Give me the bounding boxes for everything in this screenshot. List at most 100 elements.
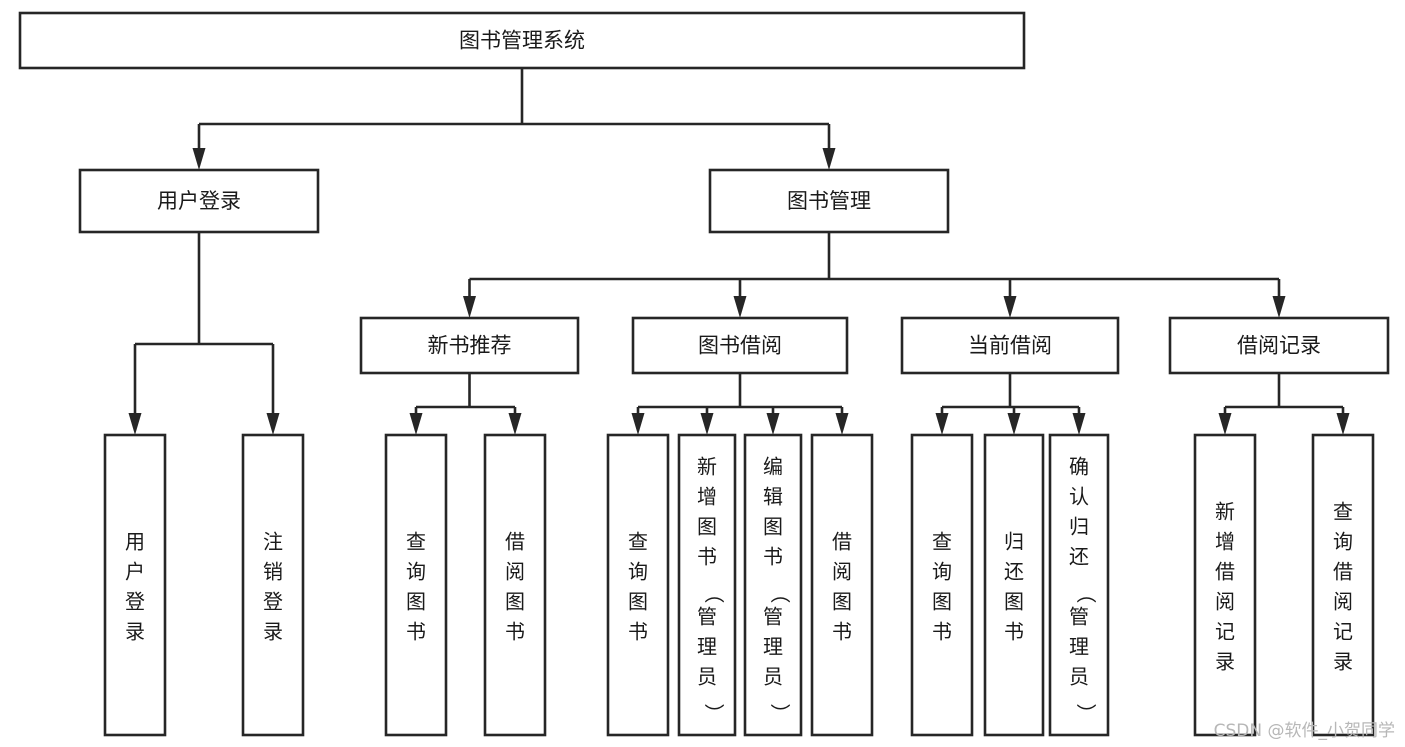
node-label: 新书推荐: [428, 334, 512, 358]
node-box[interactable]: [1048, 433, 1110, 737]
node-newbook[interactable]: 新书推荐: [359, 316, 580, 375]
node-label-char: 书: [697, 544, 717, 568]
arrow-head: [935, 413, 949, 435]
node-box[interactable]: [384, 433, 448, 737]
node-box[interactable]: [900, 316, 1120, 375]
node-label: 图书管理系统: [459, 29, 585, 53]
node-label-char: 员: [1069, 664, 1089, 688]
node-label-char: 书: [1004, 619, 1024, 643]
node-label-char: 归: [1004, 529, 1024, 553]
node-records[interactable]: 借阅记录: [1168, 316, 1390, 375]
node-label-char: 登: [263, 589, 283, 613]
node-root[interactable]: 图书管理系统: [18, 11, 1026, 70]
arrow-head: [1218, 413, 1232, 435]
node-box[interactable]: [810, 433, 874, 737]
edge-group: [409, 373, 522, 435]
node-box[interactable]: [743, 433, 803, 737]
node-box[interactable]: [708, 168, 950, 234]
node-box[interactable]: [483, 433, 547, 737]
node-label-char: 注: [263, 529, 283, 553]
arrow-head: [266, 413, 280, 435]
arrow-head: [1336, 413, 1350, 435]
node-label-char: 查: [628, 529, 648, 553]
node-label-char: 户: [125, 559, 145, 583]
arrow-head: [822, 148, 836, 170]
node-label-char: 记: [1333, 619, 1353, 643]
node-label: 图书借阅: [698, 334, 782, 358]
node-box[interactable]: [983, 433, 1045, 737]
arrow-head: [463, 296, 476, 318]
node-label-char: 编: [763, 454, 783, 478]
node-current[interactable]: 当前借阅: [900, 316, 1120, 375]
node-label-char: 询: [628, 559, 648, 583]
node-label-char: 图: [406, 589, 426, 613]
node-label-char: （: [702, 583, 726, 603]
node-label-char: 询: [406, 559, 426, 583]
node-label-char: 图: [505, 589, 525, 613]
edge-layer: [128, 68, 1350, 435]
node-box[interactable]: [359, 316, 580, 375]
arrow-head: [1272, 296, 1286, 318]
node-label-char: 新: [697, 454, 717, 478]
node-borrow[interactable]: 图书借阅: [631, 316, 849, 375]
node-label-char: ）: [702, 703, 726, 723]
node-login[interactable]: 用户登录: [78, 168, 320, 234]
arrow-head: [192, 148, 206, 170]
arrow-head: [700, 413, 714, 435]
edge-group: [463, 232, 1286, 318]
edge-group: [192, 68, 836, 170]
node-label: 用户登录: [157, 189, 241, 213]
node-label-char: 归: [1069, 514, 1089, 538]
node-box[interactable]: [1168, 316, 1390, 375]
node-box[interactable]: [1193, 433, 1257, 737]
node-label-char: 图: [832, 589, 852, 613]
node-box[interactable]: [18, 11, 1026, 70]
node-l1[interactable]: 用户登录: [103, 433, 167, 737]
node-box[interactable]: [78, 168, 320, 234]
node-label-char: （: [1074, 583, 1098, 603]
node-box[interactable]: [677, 433, 737, 737]
node-label-char: 图: [628, 589, 648, 613]
node-bookmgmt[interactable]: 图书管理: [708, 168, 950, 234]
node-label-char: 图: [932, 589, 952, 613]
node-label-char: 借: [1333, 559, 1353, 583]
node-label-char: 录: [1333, 649, 1353, 673]
node-label-char: 书: [505, 619, 525, 643]
node-label-char: 增: [1215, 529, 1235, 553]
node-label-char: 理: [763, 634, 783, 658]
node-box[interactable]: [910, 433, 974, 737]
node-label-char: 借: [1215, 559, 1235, 583]
arrow-head: [835, 413, 849, 435]
node-label-char: 还: [1004, 559, 1024, 583]
node-label-char: 理: [1069, 634, 1089, 658]
node-layer: 图书管理系统用户登录图书管理新书推荐图书借阅当前借阅借阅记录用户登录注销登录查询…: [18, 11, 1390, 737]
node-label-char: 录: [263, 619, 283, 643]
node-box[interactable]: [241, 433, 305, 737]
node-box[interactable]: [606, 433, 670, 737]
arrow-head: [128, 413, 142, 435]
node-label-char: 询: [1333, 529, 1353, 553]
node-box[interactable]: [103, 433, 167, 737]
arrow-head: [766, 413, 780, 435]
node-label-char: 书: [628, 619, 648, 643]
node-box[interactable]: [631, 316, 849, 375]
node-label-char: 图: [1004, 589, 1024, 613]
node-label-char: 图: [763, 514, 783, 538]
node-box[interactable]: [1311, 433, 1375, 737]
arrow-head: [1007, 413, 1021, 435]
node-label-char: 借: [832, 529, 852, 553]
